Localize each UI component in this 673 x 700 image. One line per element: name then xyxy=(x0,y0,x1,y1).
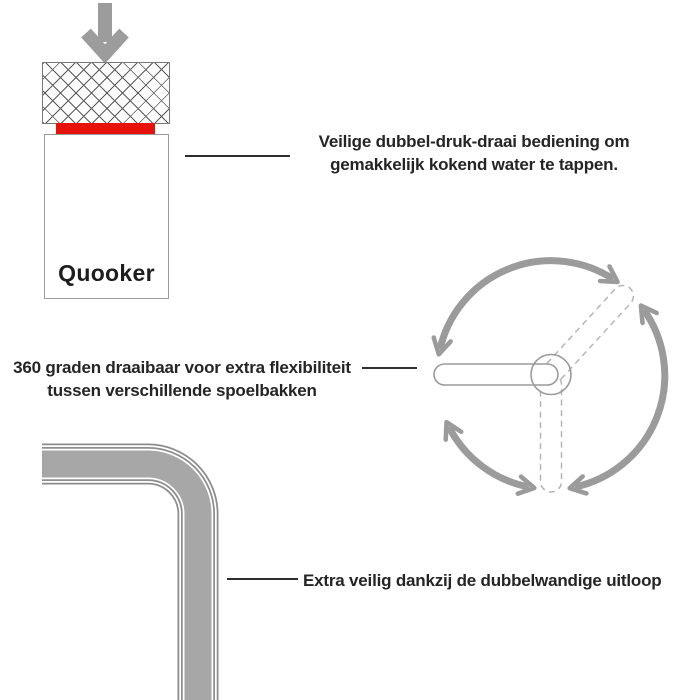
rotation-arc-right xyxy=(575,310,669,487)
double-wall-pipe-icon xyxy=(42,443,219,700)
tap-handle-red-ring xyxy=(56,122,155,135)
connector-line-feature-3 xyxy=(227,578,298,580)
press-down-arrow-icon xyxy=(81,3,129,64)
connector-line-feature-1 xyxy=(185,155,290,157)
solid-handle-arm xyxy=(433,363,559,386)
feature-text-dual-push-turn: Veilige dubbel-druk-draai bediening om g… xyxy=(288,130,660,176)
connector-line-feature-2 xyxy=(362,367,417,369)
feature-1-line-2: gemakkelijk kokend water te tappen. xyxy=(330,155,618,174)
quooker-logo: Quooker xyxy=(58,260,155,286)
feature-text-double-wall: Extra veilig dankzij de dubbelwandige ui… xyxy=(303,569,673,592)
feature-3-line-1: Extra veilig dankzij de dubbelwandige ui… xyxy=(303,571,662,590)
tap-handle-body: Quooker xyxy=(44,134,169,299)
dashed-handle-arm-lower xyxy=(539,373,563,493)
rotation-arc-bottom-left xyxy=(449,427,529,487)
feature-2-line-1: 360 graden draaibaar voor extra flexibil… xyxy=(13,358,351,377)
feature-1-line-1: Veilige dubbel-druk-draai bediening om xyxy=(318,132,630,151)
rotation-arc-top xyxy=(440,257,613,349)
tap-handle-knob xyxy=(42,62,170,124)
feature-text-rotation: 360 graden draaibaar voor extra flexibil… xyxy=(0,356,364,402)
feature-2-line-2: tussen verschillende spoelbakken xyxy=(47,381,317,400)
rotation-arrows-icon xyxy=(423,257,669,500)
